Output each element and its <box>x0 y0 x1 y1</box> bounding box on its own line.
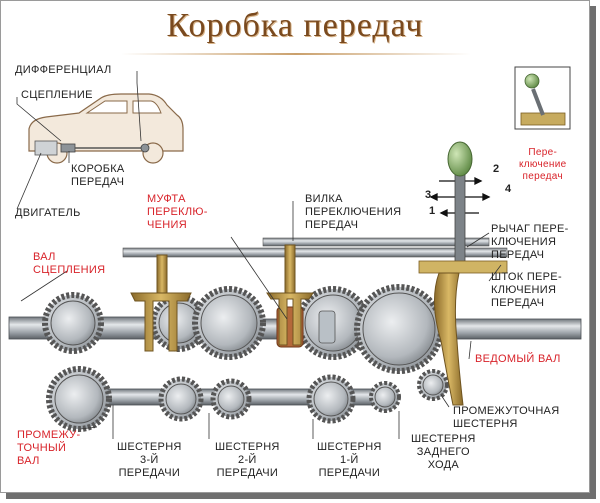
car-outline <box>28 93 184 164</box>
label-clutch-shaft: ВАЛ СЦЕПЛЕНИЯ <box>33 251 106 276</box>
label-gearbox: КОРОБКА ПЕРЕДАЧ <box>71 163 125 188</box>
label-intermediate-shaft: ПРОМЕЖУ- ТОЧНЫЙ ВАЛ <box>17 429 81 467</box>
diagram-title: Коробка передач <box>166 7 424 44</box>
label-gear-3: ШЕСТЕРНЯ 3-Й ПЕРЕДАЧИ <box>117 441 182 479</box>
label-intermediate-gear: ПРОМЕЖУТОЧНАЯ ШЕСТЕРНЯ <box>453 405 560 430</box>
shift-pattern-4: 4 <box>505 183 512 195</box>
label-shift-rod: ШТОК ПЕРЕ- КЛЮЧЕНИЯ ПЕРЕДАЧ <box>491 271 562 309</box>
shift-rod-upper <box>262 237 490 247</box>
shift-inset <box>514 66 571 130</box>
label-engine: ДВИГАТЕЛЬ <box>15 207 81 219</box>
shift-pattern-3: 3 <box>425 189 432 201</box>
label-driven-shaft: ВЕДОМЫЙ ВАЛ <box>475 353 561 365</box>
shift-lever <box>418 141 508 274</box>
label-shift-sleeve: МУФТА ПЕРЕКЛЮ- ЧЕНИЯ <box>147 193 208 231</box>
shift-rod-lower <box>122 247 508 258</box>
shift-pattern-1: 1 <box>429 205 436 217</box>
label-gear-1: ШЕСТЕРНЯ 1-Й ПЕРЕДАЧИ <box>317 441 382 479</box>
diagram-frame: Коробка передач <box>0 0 590 493</box>
label-clutch: СЦЕПЛЕНИЕ <box>21 89 93 101</box>
shift-fork <box>130 244 464 406</box>
gearbox-illustration <box>8 66 582 439</box>
label-shift-fork: ВИЛКА ПЕРЕКЛЮЧЕНИЯ ПЕРЕДАЧ <box>305 193 402 231</box>
label-gear-2: ШЕСТЕРНЯ 2-Й ПЕРЕДАЧИ <box>215 441 280 479</box>
label-reverse-gear: ШЕСТЕРНЯ ЗАДНЕГО ХОДА <box>411 433 476 471</box>
label-shifting: Пере- ключение передач <box>519 147 567 182</box>
title-underline <box>121 53 471 55</box>
label-shift-lever: РЫЧАГ ПЕРЕ- КЛЮЧЕНИЯ ПЕРЕДАЧ <box>491 223 569 261</box>
shift-pattern-2: 2 <box>493 163 500 175</box>
label-differential: ДИФФЕРЕНЦИАЛ <box>15 64 112 76</box>
